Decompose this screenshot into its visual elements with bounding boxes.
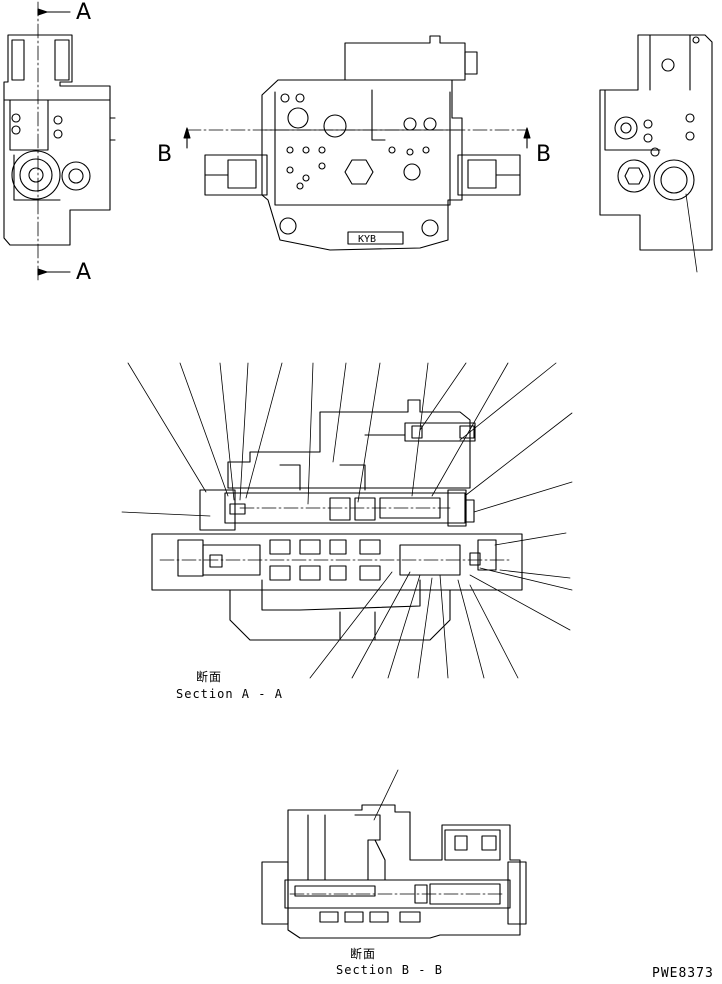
svg-text:KYB: KYB [358,234,376,245]
section-aa-leader-lines [121,362,573,679]
section-marker-a-top: A [76,0,92,25]
right-side-view [599,34,713,273]
section-marker-b-left: B [157,142,173,167]
section-aa-kanji: 断面 [196,670,223,684]
section-marker-a-bottom: A [76,260,92,285]
left-side-view [3,1,116,281]
front-view: KYB [183,35,531,251]
section-aa-caption: Section A - A [176,687,283,701]
section-marker-b-right: B [536,142,552,167]
drawing-code: PWE8373 [652,966,714,981]
section-bb-view [261,769,527,939]
section-bb-kanji: 断面 [350,947,377,961]
section-bb-caption: Section B - B [336,963,443,977]
section-aa-view [151,399,523,641]
